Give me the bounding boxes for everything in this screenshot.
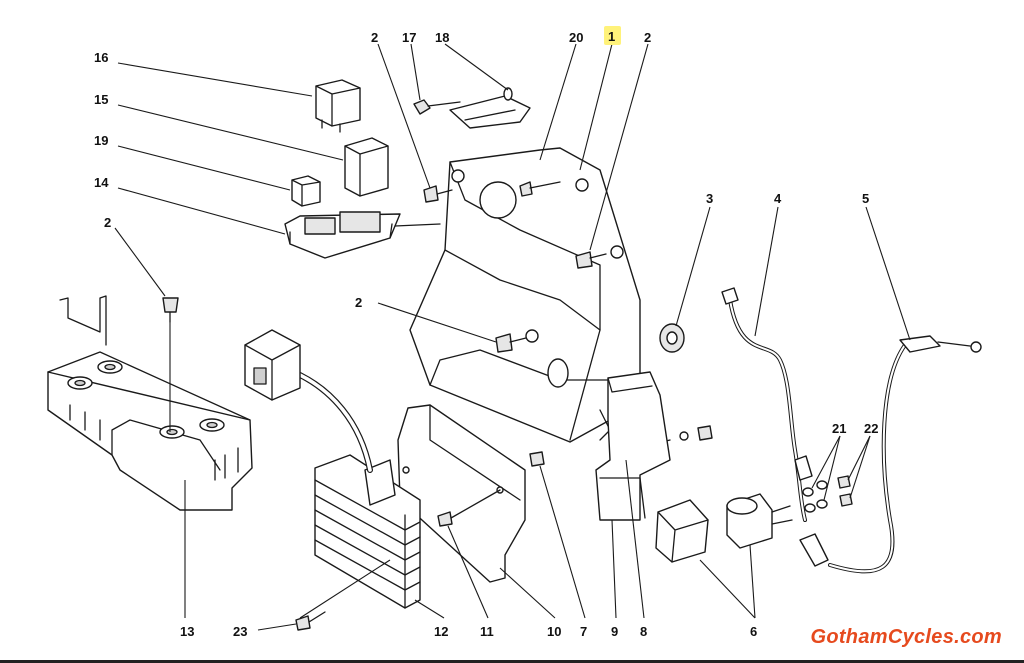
part-2-bolt-upper	[423, 185, 453, 203]
label-18[interactable]: 18	[435, 30, 449, 45]
part-2-grommet-tray	[162, 297, 179, 323]
part-23-screw	[295, 611, 326, 631]
label-10[interactable]: 10	[547, 624, 561, 639]
part-7-nut	[529, 451, 545, 467]
part-3-grommet	[659, 323, 685, 353]
part-12-regulator	[314, 454, 421, 609]
part-16-relay	[315, 79, 361, 133]
label-5[interactable]: 5	[862, 191, 869, 206]
bottom-border	[0, 660, 1024, 663]
part-1-main-bracket	[409, 147, 641, 443]
part-13-lower-tray	[47, 295, 253, 511]
label-23[interactable]: 23	[233, 624, 247, 639]
label-8[interactable]: 8	[640, 624, 647, 639]
label-7[interactable]: 7	[580, 624, 587, 639]
part-20-bolt	[519, 181, 561, 197]
part-2-bolt-lower	[495, 333, 527, 353]
part-15-relay	[344, 137, 389, 197]
part-6-starter-relay	[726, 493, 793, 549]
part-10-plate	[397, 404, 526, 583]
label-2-upper[interactable]: 2	[371, 30, 378, 45]
label-6[interactable]: 6	[750, 624, 757, 639]
callout-labels: 16 15 19 14 2 13 2 17 18 20 1 2 2 3 4 5 …	[94, 29, 878, 639]
part-22-nuts	[837, 475, 853, 507]
label-1-highlight	[604, 26, 621, 45]
label-22[interactable]: 22	[864, 421, 878, 436]
label-2-tray[interactable]: 2	[104, 215, 111, 230]
label-21[interactable]: 21	[832, 421, 846, 436]
part-18-clamp	[449, 87, 531, 129]
label-17[interactable]: 17	[402, 30, 416, 45]
label-15[interactable]: 15	[94, 92, 108, 107]
label-11[interactable]: 11	[480, 624, 494, 639]
part-21-washers	[802, 480, 828, 513]
part-4-cable	[721, 287, 813, 522]
part-6-relay-cover	[655, 499, 709, 563]
label-12[interactable]: 12	[434, 624, 448, 639]
part-17-bolt	[413, 99, 461, 115]
label-2-lower[interactable]: 2	[355, 295, 362, 310]
part-11-screw	[437, 489, 501, 527]
leader-lines	[114, 43, 911, 631]
label-1[interactable]: 1	[608, 29, 615, 44]
part-19-relay	[291, 175, 321, 207]
label-13[interactable]: 13	[180, 624, 194, 639]
part-14-relay-box	[284, 211, 441, 259]
label-14[interactable]: 14	[94, 175, 109, 190]
brand-watermark: GothamCycles.com	[810, 626, 1002, 648]
part-9-bracket	[595, 371, 671, 521]
label-9[interactable]: 9	[611, 624, 618, 639]
label-2-right[interactable]: 2	[644, 30, 651, 45]
label-19[interactable]: 19	[94, 133, 108, 148]
part-5-cable	[799, 335, 982, 574]
part-2-bolt-right	[575, 251, 607, 269]
label-3[interactable]: 3	[706, 191, 713, 206]
label-20[interactable]: 20	[569, 30, 583, 45]
label-16[interactable]: 16	[94, 50, 108, 65]
regulator-cable-connector	[244, 329, 373, 473]
label-4[interactable]: 4	[774, 191, 782, 206]
